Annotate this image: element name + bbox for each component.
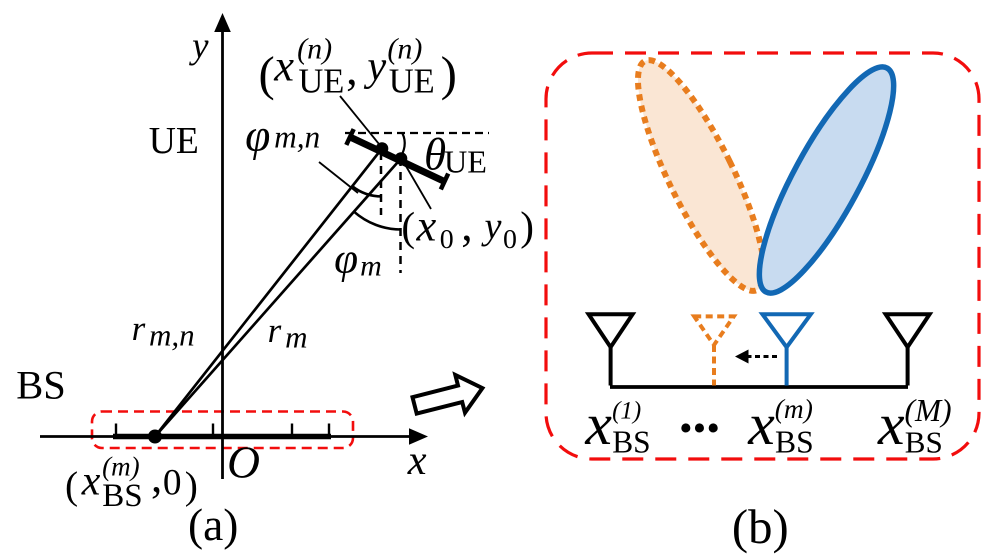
label-x0y0-open: ( <box>401 203 415 250</box>
label-xbs1-sub: BS <box>612 425 650 460</box>
label-bsp-zero: 0 <box>163 462 182 503</box>
label-xbsM-base: x <box>877 391 905 457</box>
label-origin: O <box>227 437 260 488</box>
label-phi-m-sub: m <box>360 250 382 283</box>
label-r-m-base: r <box>268 311 282 350</box>
label-bsp-comma: , <box>151 452 162 502</box>
antenna-m-funnel <box>758 312 815 351</box>
label-uep-close: ) <box>441 46 457 101</box>
panel-a <box>40 13 489 479</box>
label-xbsM-sup: (M) <box>905 393 952 428</box>
antenna-previous-funnel <box>690 314 738 349</box>
antenna-1-funnel <box>584 312 637 351</box>
label-x0y0-y-sub: 0 <box>503 224 517 255</box>
label-xbsm-base: x <box>747 391 775 457</box>
label-xbsm-sup: (m) <box>775 394 813 424</box>
label-phi-m-base: φ <box>334 234 358 282</box>
label-x0y0-close: ) <box>520 203 534 250</box>
label-xbs1-sup: (1) <box>612 398 641 425</box>
caption-a: (a) <box>188 500 238 550</box>
label-r-mn-sub: m,n <box>149 318 195 353</box>
label-uep-comma: , <box>346 43 358 94</box>
label-x0y0-comma: , <box>461 199 472 250</box>
caption-b: (b) <box>732 500 789 554</box>
label-r-m-sub: m <box>285 320 307 355</box>
label-uep-y: y <box>363 43 386 90</box>
label-uep-y-sub: UE <box>389 62 435 100</box>
label-uep-x-sup: (n) <box>297 33 332 66</box>
beam-orange-dashed <box>634 57 768 294</box>
label-ue: UE <box>149 121 199 162</box>
label-uep-open: ( <box>259 47 275 101</box>
label-bsp-x: x <box>81 458 101 504</box>
label-bs: BS <box>16 363 66 408</box>
label-dots: ··· <box>677 398 718 460</box>
antenna-1 <box>584 312 637 386</box>
label-x0y0-x-sub: 0 <box>440 224 454 255</box>
range-line-r-m <box>153 157 403 438</box>
antenna-M-funnel <box>881 312 934 351</box>
label-bsp-close: ) <box>185 463 198 507</box>
label-x0y0-x: x <box>416 200 437 250</box>
ue-antenna-n-dot <box>375 142 389 155</box>
label-phi-mn-sub: m,n <box>274 120 320 155</box>
label-phi-mn-base: φ <box>245 110 270 161</box>
antenna-m-previous <box>690 314 738 386</box>
x-axis-arrowhead <box>409 428 428 445</box>
antenna-m <box>758 312 815 386</box>
label-x0y0-y: y <box>481 206 502 248</box>
label-xbsM-sub: BS <box>905 424 943 459</box>
y-axis-arrowhead <box>214 13 231 32</box>
label-uep-y-sup: (n) <box>387 33 422 66</box>
center-point-pointer-line <box>402 160 432 210</box>
label-bsp-open: ( <box>65 463 78 507</box>
ue-array-endcap-right <box>438 172 451 191</box>
label-xbs1-base: x <box>584 391 612 457</box>
range-line-r-mn <box>153 147 384 438</box>
label-bsp-sup: (m) <box>102 451 139 481</box>
label-bsp-sub: BS <box>102 478 142 514</box>
phi-mn-angle-arc <box>351 185 383 198</box>
label-uep-x: x <box>273 41 294 91</box>
label-y-axis: y <box>188 25 209 66</box>
beam-panel-box <box>544 51 981 461</box>
ue-center-dot <box>394 152 408 165</box>
label-r-mn-base: r <box>132 309 146 348</box>
ue-point-pointer-line <box>339 95 382 148</box>
label-uep-x-sub: UE <box>298 62 344 100</box>
panel-b <box>544 51 981 461</box>
label-theta-base: θ <box>424 130 446 180</box>
label-xbsm-sub: BS <box>775 425 814 460</box>
phi-m-angle-arc <box>353 210 402 231</box>
antenna-M <box>881 312 934 386</box>
ue-array-endcap-left <box>344 128 356 146</box>
shift-arrow-head <box>735 349 749 364</box>
beam-blue-solid <box>756 64 897 296</box>
label-x-axis: x <box>407 437 427 484</box>
phi-mn-pointer-line <box>318 161 359 194</box>
label-theta-sub: UE <box>444 144 487 180</box>
panel-transition-arrow <box>410 371 486 418</box>
